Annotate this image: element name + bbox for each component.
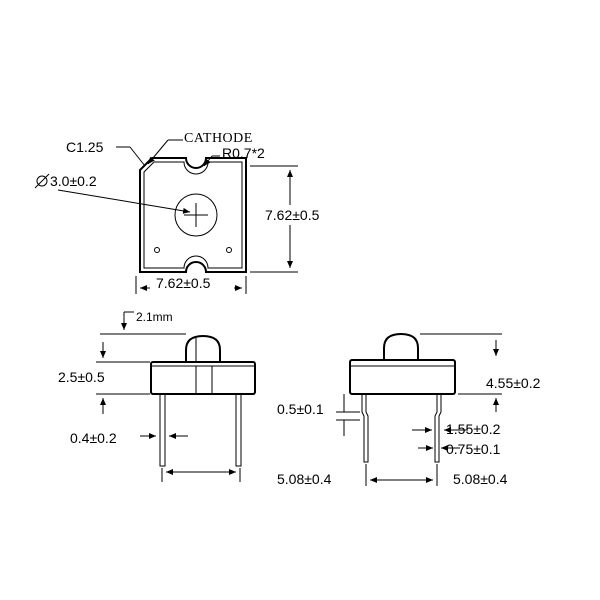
body-height-label: 2.5±0.5 [58,369,105,385]
standoff-label: 0.5±0.1 [277,401,324,417]
lens-circle [174,193,218,237]
side-lead-right [434,394,442,463]
chamfer-label: C1.25 [66,139,104,155]
pin-hole-right [226,247,232,253]
notch-radius-label: R0.7*2 [222,145,265,161]
total-height-label: 4.55±0.2 [486,375,541,391]
side-dome [383,332,419,360]
dome-offset-label: 2.1mm [136,310,173,324]
front-lead-spacing-label: 5.08±0.4 [277,471,332,487]
cathode-label: CATHODE [184,131,253,146]
top-view: C1.25 CATHODE R0.7*2 3.0±0.2 7.62±0.5 7.… [34,131,362,294]
front-lead-left [159,393,166,467]
side-view: 4.55±0.2 0.5±0.1 1.55±0.2 0.75±0.1 5.08±… [277,332,541,487]
front-body [150,361,256,395]
lead-thickness-label: 0.75±0.1 [446,441,501,457]
top-height-label: 7.62±0.5 [265,207,320,223]
diameter-label: 3.0±0.2 [50,173,97,189]
top-view-inner-outline [143,161,243,269]
top-width-label: 7.62±0.5 [156,275,211,291]
side-lead-spacing-label: 5.08±0.4 [453,471,508,487]
side-body [349,359,456,395]
front-lead-right [235,393,242,467]
front-view: 2.1mm 2.5±0.5 0.4±0.2 5.08±0.4 [58,310,332,487]
lead-width-label: 0.4±0.2 [70,430,117,446]
front-dome [185,334,221,362]
pin-hole-left [154,247,160,253]
kink-label: 1.55±0.2 [446,421,501,437]
side-lead-left [361,394,369,463]
diameter-icon [34,173,50,189]
top-view-outline [139,157,247,273]
